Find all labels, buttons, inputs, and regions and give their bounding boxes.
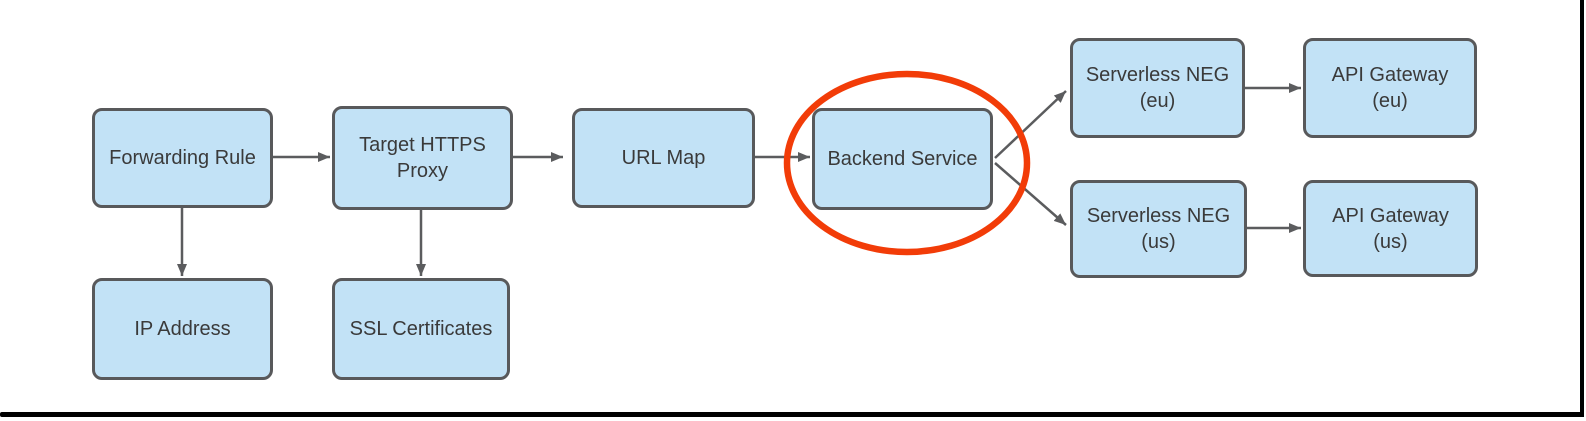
frame-right-border: [1580, 0, 1584, 417]
node-label: SSL Certificates: [349, 318, 493, 340]
node-target-https-proxy: Target HTTPS Proxy: [332, 106, 513, 210]
node-label: Backend Service: [827, 148, 978, 170]
edge-backendservice-neg-eu: [994, 90, 1067, 159]
node-label: IP Address: [134, 318, 231, 340]
edge-backendservice-neg-us: [994, 162, 1067, 226]
node-forwarding-rule: Forwarding Rule: [92, 108, 273, 208]
node-ip-address: IP Address: [92, 278, 273, 380]
node-label: Target HTTPS Proxy: [359, 134, 486, 182]
node-ssl-certificates: SSL Certificates: [332, 278, 510, 380]
node-url-map: URL Map: [572, 108, 755, 208]
highlight-ellipse: [783, 70, 1031, 256]
node-label: URL Map: [621, 147, 706, 169]
node-serverless-neg-us: Serverless NEG (us): [1070, 180, 1247, 278]
node-label: Serverless NEG (us): [1086, 205, 1231, 253]
frame-bottom-border: [0, 412, 1584, 417]
node-api-gateway-us: API Gateway (us): [1303, 180, 1478, 277]
node-label: API Gateway (eu): [1331, 64, 1449, 112]
node-label: Serverless NEG (eu): [1085, 64, 1230, 112]
node-label: API Gateway (us): [1332, 204, 1449, 253]
node-backend-service: Backend Service: [812, 108, 993, 210]
node-serverless-neg-eu: Serverless NEG (eu): [1070, 38, 1245, 138]
node-label: Forwarding Rule: [109, 147, 256, 169]
node-api-gateway-eu: API Gateway (eu): [1303, 38, 1477, 138]
